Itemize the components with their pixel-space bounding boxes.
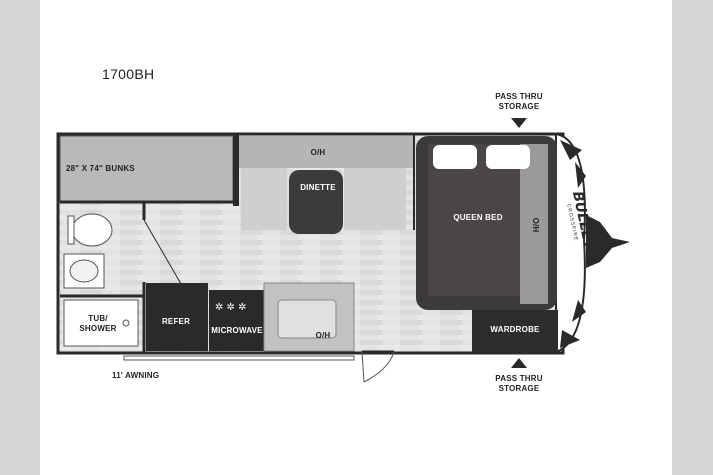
pass-thru-bottom-label: PASS THRU STORAGE — [495, 374, 543, 393]
dinette-overhead — [239, 136, 414, 168]
bunks-area — [59, 135, 234, 203]
pass-thru-top-label: PASS THRU STORAGE — [495, 92, 543, 111]
dinette-table — [289, 170, 343, 234]
bunks-label: 28" X 74" BUNKS — [66, 164, 135, 173]
sink — [277, 299, 337, 339]
tub-shower-label: TUB/ SHOWER — [79, 314, 117, 333]
pillow-2 — [486, 145, 530, 169]
wardrobe-label: WARDROBE — [490, 325, 540, 334]
dinette-bench-left — [241, 168, 287, 230]
wardrobe — [472, 310, 558, 352]
bed-oh-label: O/H — [531, 217, 540, 233]
dinette-oh-label: O/H — [310, 148, 326, 157]
microwave-label: MICROWAVE — [211, 326, 263, 335]
dinette-bench-right — [344, 168, 406, 230]
range — [209, 290, 264, 351]
refer — [146, 283, 208, 351]
dinette-label: DINETTE — [300, 183, 336, 192]
awning-label: 11' AWNING — [112, 371, 160, 380]
pillow-1 — [433, 145, 477, 169]
kitchen-oh-label: O/H — [315, 331, 331, 340]
bed-overhead — [520, 144, 548, 304]
queen-bed — [428, 144, 520, 296]
pass-thru-arrow-top — [511, 118, 527, 128]
refer-label: REFER — [161, 317, 191, 326]
queen-bed-label: QUEEN BED — [453, 213, 503, 222]
pass-thru-arrow-bottom — [511, 358, 527, 368]
toilet — [71, 213, 113, 247]
model-name: 1700BH — [102, 66, 155, 82]
hitch — [586, 215, 630, 268]
awning — [123, 355, 355, 361]
svg-text:✲ ✲ ✲: ✲ ✲ ✲ — [215, 302, 247, 313]
